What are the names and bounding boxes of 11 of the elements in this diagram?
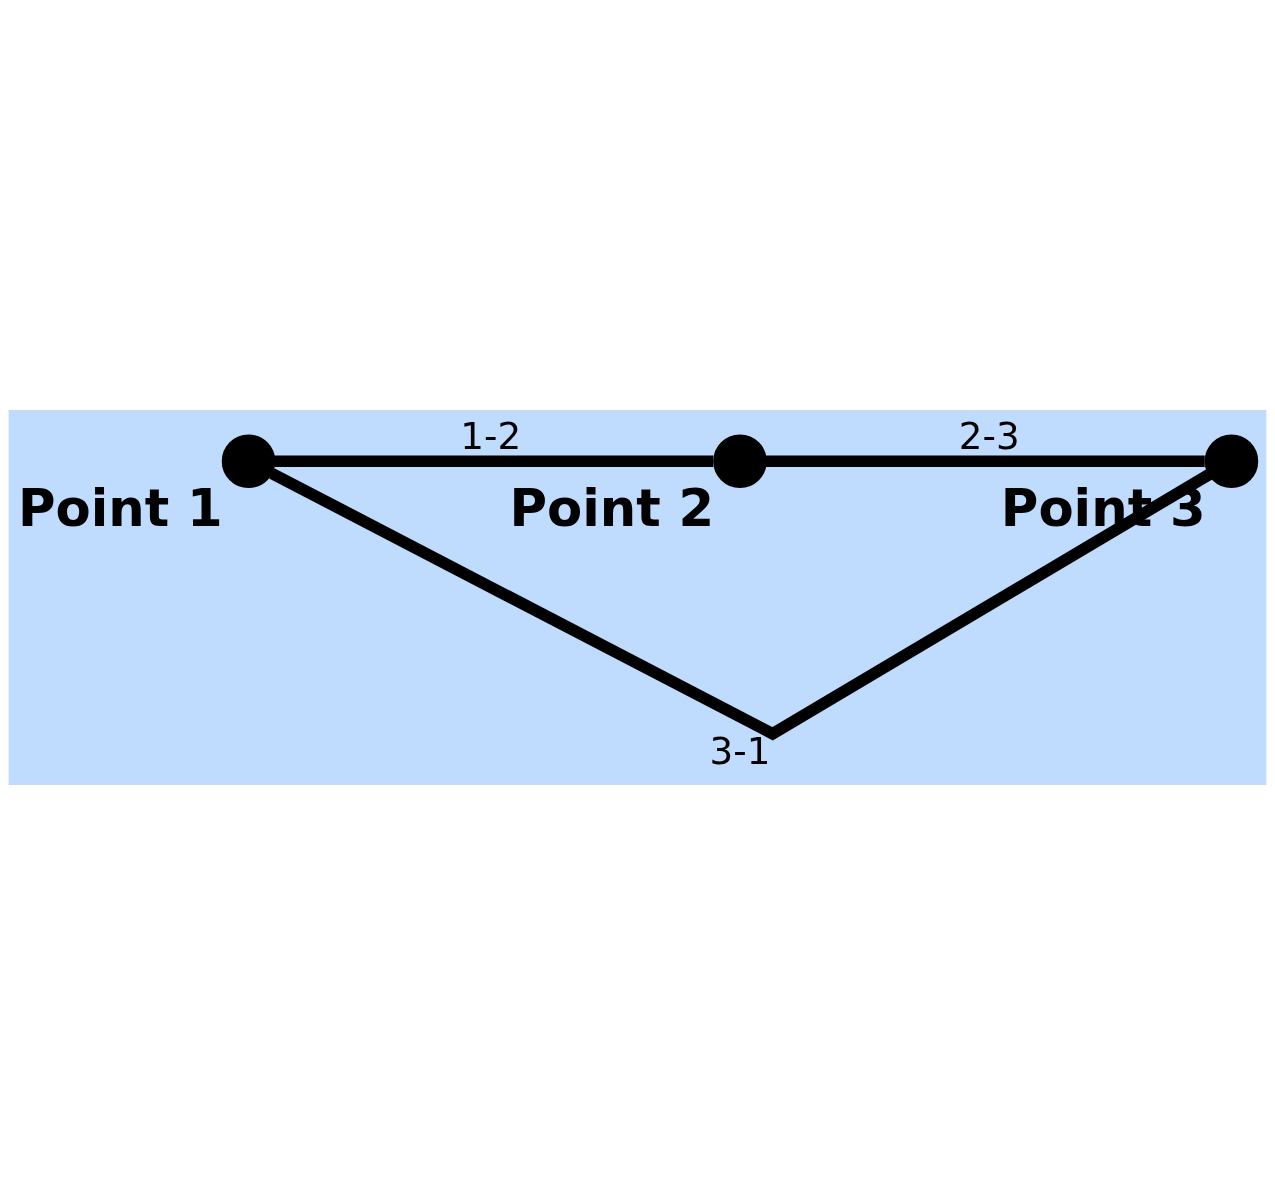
connector [269, 468, 1213, 740]
connector [765, 455, 1205, 468]
node-label: Point 1 [17, 477, 223, 538]
node-circle [713, 434, 767, 489]
node-circle [1204, 434, 1259, 489]
node-circle [221, 434, 276, 489]
connector [274, 455, 714, 468]
edge-label: 3-1 [709, 728, 771, 773]
edge-label: 1-2 [460, 414, 522, 459]
node-label: Point 2 [509, 477, 715, 538]
edge-label: 2-3 [958, 414, 1020, 459]
